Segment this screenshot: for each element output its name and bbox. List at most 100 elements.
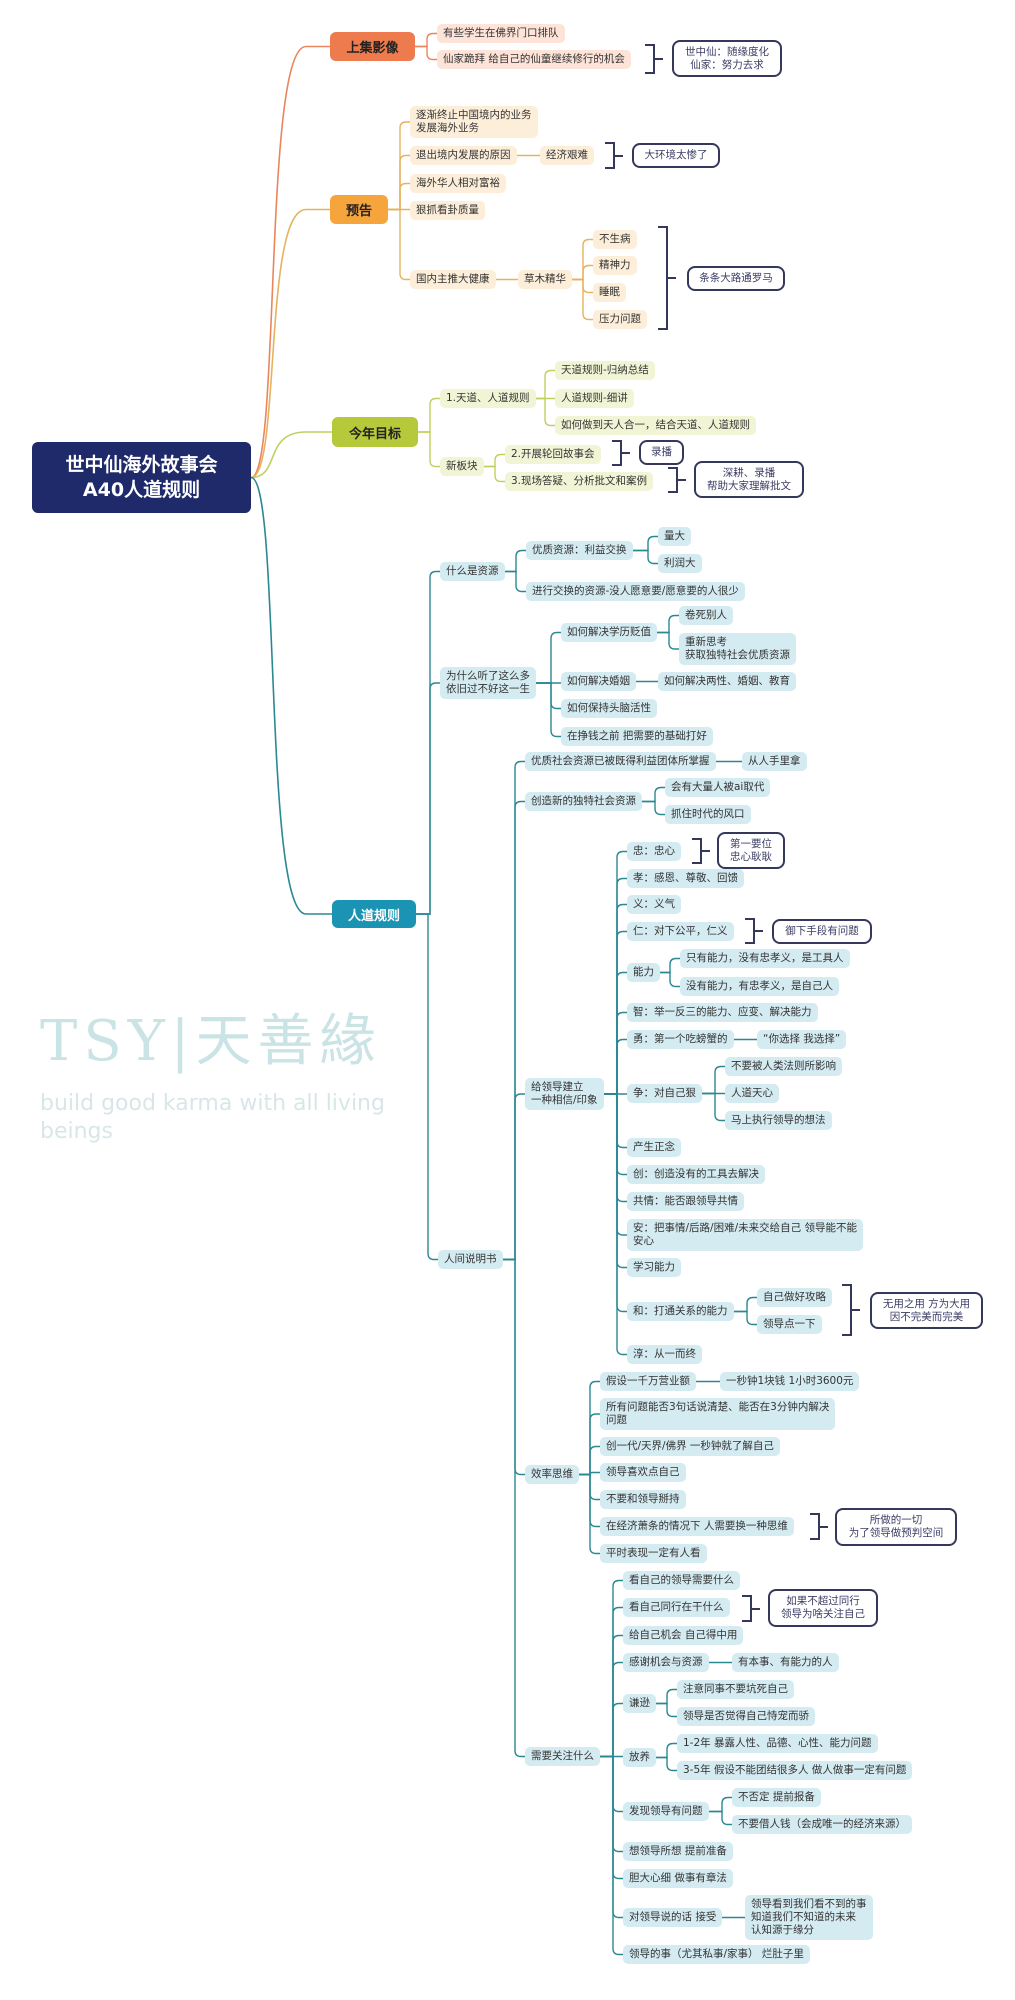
- topic-node: 平时表现一定有人看: [600, 1544, 707, 1563]
- topic-node: 在挣钱之前 把需要的基础打好: [561, 727, 713, 746]
- topic-node: 忠：忠心: [627, 842, 681, 861]
- topic-node: 不否定 提前报备: [732, 1788, 821, 1807]
- summary-box: 无用之用 方为大用 因不完美而完美: [870, 1292, 983, 1329]
- connector-line: [642, 786, 665, 803]
- topic-node: 谦逊: [623, 1694, 656, 1713]
- connector-line: [572, 278, 593, 321]
- summary-bracket: [605, 142, 623, 169]
- connector-line: [503, 1258, 525, 1476]
- topic-node: 量大: [658, 527, 691, 546]
- connector-line: [388, 182, 410, 211]
- topic-node: 如何解决婚姻: [561, 672, 636, 691]
- topic-node: 会有大量人被ai取代: [665, 778, 771, 797]
- topic-node: 马上执行领导的想法: [725, 1111, 832, 1130]
- topic-node: 胆大心细 做事有章法: [623, 1869, 733, 1888]
- connector-line: [604, 877, 627, 1095]
- connector-line: [734, 1310, 757, 1326]
- topic-node: 想领导所想 提前准备: [623, 1842, 733, 1861]
- connector-line: [604, 930, 627, 1095]
- topic-node: 自己做好攻略: [757, 1288, 832, 1307]
- connector-line: [604, 1093, 627, 1149]
- summary-bracket: [842, 1284, 860, 1336]
- topic-node: 不要借人钱（会成唯一的经济来源）: [732, 1815, 912, 1834]
- topic-node: 优质社会资源已被既得利益团体所掌握: [525, 752, 716, 771]
- connector-line: [604, 1038, 627, 1095]
- topic-node: 有本事、有能力的人: [732, 1653, 839, 1672]
- topic-node: 精神力: [593, 256, 637, 275]
- topic-node: 重新思考 获取独特社会优质资源: [679, 633, 796, 665]
- topic-node: 从人手里拿: [742, 752, 807, 771]
- topic-node: 在经济萧条的情况下 人需要换一种思维: [600, 1517, 794, 1536]
- summary-box: 大环境太惨了: [632, 143, 720, 168]
- connector-line: [579, 1380, 600, 1476]
- root-title-line2: A40人道规则: [82, 478, 201, 501]
- connector-line: [503, 800, 525, 1261]
- summary-box: 所做的一切 为了领导做预判空间: [835, 1508, 957, 1546]
- connector-line: [579, 1445, 600, 1476]
- topic-node: 义：义气: [627, 895, 681, 914]
- topic-node: 创造新的独特社会资源: [525, 792, 642, 811]
- topic-node: 抓住时代的风口: [665, 805, 751, 824]
- root-topic: 世中仙海外故事会 A40人道规则: [32, 442, 251, 513]
- topic-node: 给自己机会 自己得中用: [623, 1626, 744, 1645]
- topic-node: 共情：能否跟领导共情: [627, 1192, 744, 1211]
- topic-node: 有些学生在佛界门口排队: [437, 24, 565, 43]
- connector-line: [660, 957, 680, 974]
- connector-line: [416, 570, 440, 915]
- summary-box: 深耕、录播 帮助大家理解批文: [694, 461, 804, 498]
- connector-line: [604, 1093, 627, 1313]
- connector-line: [388, 154, 410, 211]
- topic-node: 产生正念: [627, 1138, 681, 1157]
- topic-node: 领导喜欢点自己: [600, 1463, 686, 1482]
- topic-node: 狠抓看卦质量: [410, 201, 485, 220]
- connector-line: [656, 1702, 677, 1718]
- root-title-line1: 世中仙海外故事会: [65, 453, 218, 476]
- topic-node: 一秒钟1块钱 1小时3600元: [720, 1372, 860, 1391]
- connector-line: [505, 570, 526, 593]
- topic-node: 领导看到我们看不到的事 知道我们不知道的未来 认知源于缘分: [745, 1895, 873, 1940]
- summary-bracket: [658, 226, 676, 330]
- topic-node: 如何解决学历贬值: [561, 623, 657, 642]
- topic-node: 3-5年 假设不能团结很多人 做人做事一定有问题: [677, 1761, 913, 1780]
- connector-line: [484, 465, 505, 483]
- connector-line: [572, 238, 593, 281]
- connector-line: [709, 1810, 732, 1826]
- topic-node: 仙家跪拜 给自己的仙童继续修行的机会: [437, 50, 631, 69]
- connector-line: [604, 1093, 627, 1176]
- connector-line: [505, 549, 526, 573]
- topic-node: 只有能力，没有忠孝义，是工具人: [680, 949, 850, 968]
- topic-node: 注意同事不要坑死自己: [677, 1680, 794, 1699]
- connector-line: [604, 1093, 627, 1356]
- connector-line: [657, 614, 679, 634]
- connector-line: [503, 1258, 525, 1758]
- topic-node: 领导点一下: [757, 1315, 822, 1334]
- connector-line: [600, 1661, 623, 1758]
- connector-line: [503, 1093, 525, 1261]
- connector-line: [484, 453, 505, 468]
- topic-node: 人道规则-细讲: [555, 389, 634, 408]
- connector-line: [416, 682, 440, 915]
- connector-line: [600, 1755, 623, 1956]
- topic-node: 不要和领导掰持: [600, 1490, 686, 1509]
- connector-line: [604, 850, 627, 1095]
- connector-line: [418, 397, 440, 433]
- summary-box: 录播: [639, 440, 684, 465]
- topic-node: 新板块: [440, 457, 484, 476]
- branch-preview: 预告: [330, 195, 388, 224]
- connector-line: [642, 800, 665, 816]
- topic-node: 智：举一反三的能力、应变、解决能力: [627, 1003, 818, 1022]
- topic-node: 人道天心: [725, 1084, 779, 1103]
- topic-node: 不生病: [593, 230, 637, 249]
- topic-node: 所有问题能否3句话说清楚、能否在3分钟内解决 问题: [600, 1398, 836, 1430]
- topic-node: 孝：感恩、尊敬、回馈: [627, 869, 744, 888]
- connector-line: [250, 431, 332, 479]
- connector-line: [702, 1092, 725, 1122]
- summary-bracket: [612, 440, 630, 466]
- topic-node: 逐渐终止中国境内的业务 发展海外业务: [410, 106, 538, 138]
- topic-node: 看自己的领导需要什么: [623, 1571, 740, 1590]
- topic-node: 1.天道、人道规则: [440, 389, 536, 408]
- connector-line: [656, 1756, 677, 1772]
- topic-node: 利润大: [658, 554, 702, 573]
- topic-node: 假设一千万营业额: [600, 1372, 696, 1391]
